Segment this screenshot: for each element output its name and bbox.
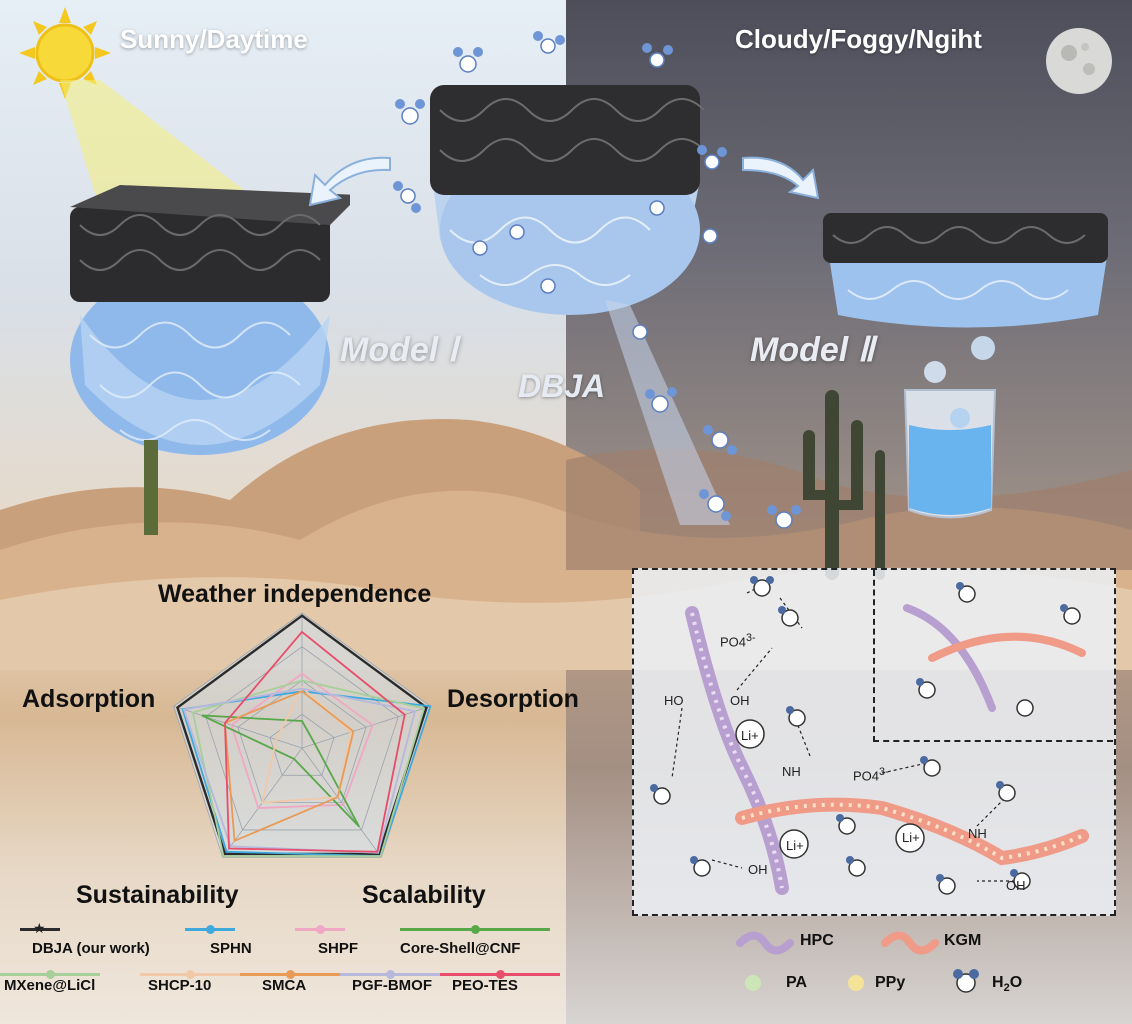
legend-label-3: Core-Shell@CNF (400, 940, 521, 957)
zoom-beam (605, 300, 730, 525)
arrow-right-icon (742, 156, 820, 200)
radar-series-8 (224, 630, 406, 853)
pa-legend-label: PA (786, 974, 808, 991)
model1-label: Model Ⅰ (340, 331, 458, 369)
model2-aerogel (823, 213, 1108, 328)
legend-label-0: DBJA (our work) (32, 940, 150, 957)
radar-axis-sustainability: Sustainability (76, 881, 239, 909)
legend-marker-3 (471, 925, 480, 934)
radar-grid (237, 680, 367, 804)
legend-marker-5 (186, 970, 195, 979)
model2-label: Model Ⅱ (750, 331, 875, 369)
label-ho: HO (664, 693, 684, 708)
arrow-left-icon (308, 156, 391, 207)
radar-spoke (301, 747, 382, 858)
radar-grid (173, 612, 431, 858)
radar-axis-adsorption: Adsorption (22, 685, 156, 713)
dbja-label: DBJA (518, 368, 606, 404)
legend-marker-1 (206, 925, 215, 934)
label-li-2: Li+ (786, 838, 804, 853)
water-beaker (903, 336, 997, 519)
label-po4-top: PO43- (720, 632, 756, 650)
dbja-aerogel (430, 85, 705, 315)
radar-series-6 (224, 690, 355, 843)
label-li-1: Li+ (741, 728, 759, 743)
legend-marker-4 (46, 970, 55, 979)
radar-axis-scalability: Scalability (362, 881, 486, 909)
sunlight-beam (60, 80, 270, 210)
radar-series-4 (191, 679, 426, 858)
legend-marker-0: ★ (33, 920, 46, 936)
radar-axis-weather: Weather independence (158, 580, 432, 608)
radar-grid (269, 713, 335, 776)
legend-label-6: SMCA (262, 977, 307, 994)
legend-marker-6 (286, 970, 295, 979)
moon-icon (1046, 28, 1112, 94)
fiber-diagram (650, 576, 1089, 895)
kgm-legend-icon (881, 931, 939, 955)
ppy-legend-label: PPy (875, 974, 906, 991)
h2o-legend-icon (953, 969, 979, 993)
radar-series-3 (201, 714, 360, 828)
label-li-3: Li+ (902, 830, 920, 845)
label-nh-1: NH (782, 764, 801, 779)
legend-label-2: SHPF (318, 940, 359, 957)
label-po4-mid: PO43- (853, 766, 889, 784)
radar-axis-desorption: Desorption (447, 685, 579, 713)
ppy-legend-icon (848, 975, 864, 991)
radar-series-2 (230, 672, 374, 809)
legend-label-7: PGF-BMOF (352, 977, 432, 994)
cloudy-title: Cloudy/Foggy/Ngiht (735, 24, 982, 54)
kgm-legend-label: KGM (944, 932, 982, 949)
legend-label-5: SHCP-10 (148, 977, 212, 994)
legend-label-8: PEO-TES (452, 977, 518, 994)
hpc-legend-label: HPC (800, 932, 834, 949)
radar-series-5 (261, 685, 352, 804)
label-oh-bottom-left: OH (748, 862, 768, 877)
model1-aerogel (70, 185, 350, 535)
radar-spoke (301, 705, 431, 749)
label-oh-bottom-right: OH (1006, 878, 1026, 893)
cactus (803, 390, 885, 580)
mechanism-inset-detail (873, 570, 1113, 742)
legend-marker-2 (316, 925, 325, 934)
label-nh-2: NH (968, 826, 987, 841)
pa-legend-icon (745, 975, 761, 991)
hpc-legend-icon (736, 931, 794, 955)
legend-label-4: MXene@LiCl (4, 977, 96, 994)
label-oh-top: OH (730, 693, 750, 708)
radar-chart (173, 612, 432, 858)
legend-marker-7 (386, 970, 395, 979)
legend-line-0 (20, 928, 60, 931)
water-molecules (393, 31, 801, 529)
sunny-title: Sunny/Daytime (120, 24, 308, 54)
h2o-legend-label: H2O (992, 974, 1023, 995)
legend-label-1: SPHN (210, 940, 252, 957)
legend-marker-8 (496, 970, 505, 979)
radar-spoke (173, 705, 303, 749)
